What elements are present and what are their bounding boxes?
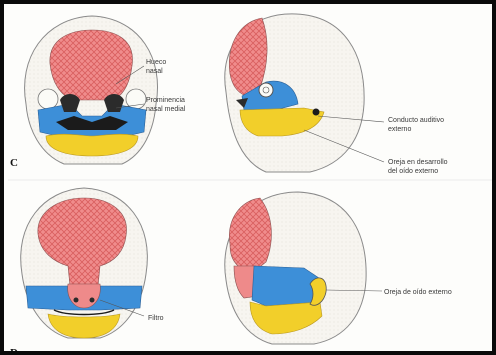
label-oreja-desarrollo-1: Oreja en desarrollo bbox=[388, 159, 448, 166]
panel-c-side-view: Conducto auditivo externo Oreja en desar… bbox=[225, 14, 448, 175]
nostril-left bbox=[74, 298, 79, 303]
embryo-face-diagram: Hueco nasal Prominencia nasal medial C C… bbox=[4, 4, 496, 355]
label-conducto-1: Conducto auditivo bbox=[388, 117, 444, 124]
label-prominencia-1: Prominencia bbox=[146, 97, 185, 104]
panel-c-front-view: Hueco nasal Prominencia nasal medial C bbox=[10, 16, 186, 169]
label-conducto-2: externo bbox=[388, 126, 411, 133]
nostril-right bbox=[90, 298, 95, 303]
label-filtro: Filtro bbox=[148, 315, 164, 322]
label-hueco-2: nasal bbox=[146, 68, 163, 75]
label-oreja-externo: Oreja de oído externo bbox=[384, 289, 452, 296]
side-frontonasal-d bbox=[229, 198, 271, 270]
label-oreja-desarrollo-2: del oído externo bbox=[388, 168, 438, 175]
panel-letter-d: D bbox=[10, 347, 18, 355]
panel-d-front-view: Filtro D bbox=[10, 188, 164, 355]
label-prominencia-2: nasal medial bbox=[146, 106, 186, 113]
auditory-meatus-dot bbox=[313, 109, 320, 116]
panel-d-side-view: Oreja de oído externo bbox=[225, 192, 452, 344]
frontonasal-prominence bbox=[50, 30, 133, 100]
eye-left bbox=[38, 89, 58, 109]
panel-letter-c: C bbox=[10, 157, 18, 169]
side-eye bbox=[259, 83, 273, 97]
label-hueco-1: Hueco bbox=[146, 59, 166, 66]
